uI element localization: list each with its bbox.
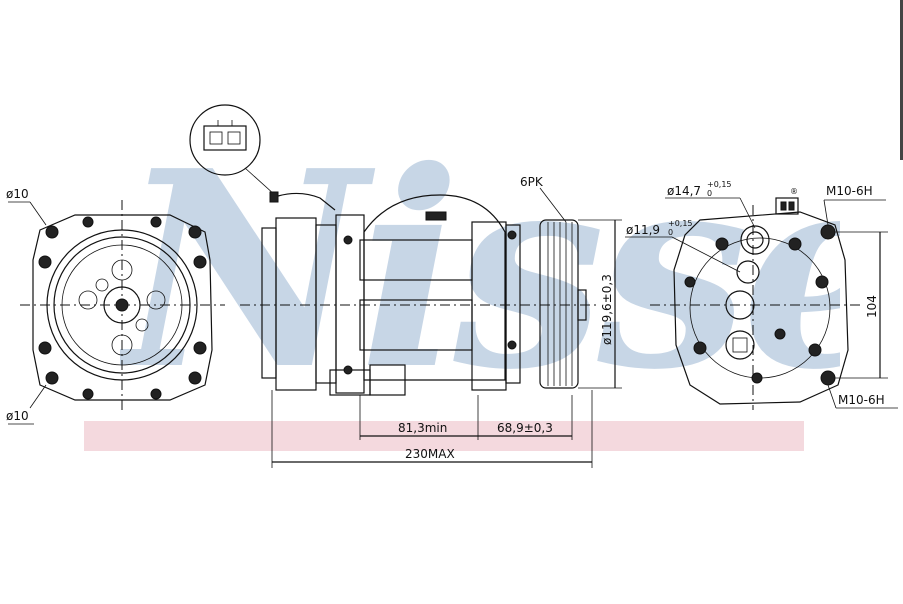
label-port-2: ø11,9 <box>626 223 660 237</box>
rear-housing <box>673 211 849 405</box>
front-bolt-l1 <box>38 255 52 269</box>
front-hub <box>103 286 141 324</box>
side-rear-ear <box>471 221 507 391</box>
rear-port-4-square <box>732 337 748 353</box>
side-view: 6PK ø119,6±0,3 81,3min 68,9±0,3 230MAX <box>189 104 622 468</box>
label-pulley-dia: ø119,6±0,3 <box>600 274 614 345</box>
rear-bolt-4 <box>684 276 696 288</box>
side-rear-plate <box>505 224 521 384</box>
leader-thread-top <box>823 199 829 226</box>
connector-body <box>203 125 247 151</box>
connector-callout-circle <box>189 104 261 176</box>
rear-view: ® ø14,7 +0,15 0 ø11,9 +0,15 0 M10-6H M10… <box>625 180 898 410</box>
side-front-plate <box>261 227 277 379</box>
label-bolt-top: ø10 <box>6 187 29 201</box>
front-hole-b <box>135 318 149 332</box>
label-registered: ® <box>790 187 798 196</box>
side-body <box>363 194 506 381</box>
front-view: ø10 ø10 <box>6 187 225 425</box>
front-rim-3 <box>61 244 183 366</box>
rear-port-3 <box>725 290 755 320</box>
rear-bolt-6 <box>693 341 707 355</box>
label-port-1: ø14,7 <box>667 184 701 198</box>
front-hole-left <box>78 290 98 310</box>
edge-bar <box>900 0 903 160</box>
label-dim-total: 230MAX <box>405 447 455 461</box>
front-bolt-b1 <box>82 388 94 400</box>
label-thread-top: M10-6H <box>826 184 873 198</box>
leader-6pk <box>539 187 567 223</box>
front-bolt-tr <box>188 225 202 239</box>
rear-connector-pin-b <box>788 201 795 211</box>
front-hole-right <box>146 290 166 310</box>
connector-leader <box>244 167 276 196</box>
front-bolt-br <box>188 371 202 385</box>
label-bolt-bottom: ø10 <box>6 409 29 423</box>
front-shaft <box>115 298 129 312</box>
rear-bolt-7 <box>808 343 822 357</box>
rear-port-2 <box>736 260 760 284</box>
side-bolt-2 <box>343 365 353 375</box>
label-port-1-tol-lower: 0 <box>707 189 712 198</box>
pulley-nut <box>577 289 587 321</box>
connector-wire <box>277 192 336 211</box>
side-front-housing <box>275 217 317 391</box>
front-bolt-t2 <box>150 216 162 228</box>
rear-connector-pin-a <box>780 201 787 211</box>
side-bracket-mid <box>369 364 406 396</box>
rear-port-4 <box>725 330 755 360</box>
side-body-band-1 <box>359 239 473 281</box>
rear-bolt-10 <box>774 328 786 340</box>
label-port-2-tol-lower: 0 <box>668 228 673 237</box>
leader-port-1 <box>739 197 756 229</box>
front-bolt-b2 <box>150 388 162 400</box>
rear-bolt-1 <box>715 237 729 251</box>
connector-pin-a <box>209 131 223 145</box>
side-top-lug <box>425 211 447 221</box>
connector-plug <box>269 191 279 203</box>
side-bolt-3 <box>507 230 517 240</box>
rear-port-1-inner <box>746 231 764 249</box>
front-bolt-r2 <box>193 341 207 355</box>
front-bolt-t1 <box>82 216 94 228</box>
front-rim-outer <box>46 229 198 381</box>
rear-connector <box>775 197 799 215</box>
side-bolt-4 <box>507 340 517 350</box>
front-hole-top <box>111 259 133 281</box>
front-bolt-l2 <box>38 341 52 355</box>
leader-bolt-top <box>29 201 47 226</box>
front-hole-bottom <box>111 334 133 356</box>
rear-bolt-3 <box>820 224 836 240</box>
leader-bolt-bottom <box>29 384 47 409</box>
rear-port-1 <box>740 225 770 255</box>
label-port-2-tol-upper: +0,15 <box>668 219 693 228</box>
side-body-band-2 <box>359 299 473 351</box>
leader-port-2 <box>671 236 741 273</box>
front-hole-a <box>95 278 109 292</box>
label-port-1-tol-upper: +0,15 <box>707 180 732 189</box>
label-belt: 6PK <box>520 175 544 189</box>
side-bolt-1 <box>343 235 353 245</box>
front-rim-inner <box>53 236 191 374</box>
label-thread-bottom: M10-6H <box>838 393 885 407</box>
rear-bolt-8 <box>820 370 836 386</box>
label-dim-mount: 81,3min <box>398 421 447 435</box>
rear-bolt-5 <box>815 275 829 289</box>
label-dim-height: 104 <box>865 295 879 318</box>
leader-thread-bottom <box>827 384 837 409</box>
rear-bolt-9 <box>751 372 763 384</box>
front-bolt-tl <box>45 225 59 239</box>
front-bolt-r1 <box>193 255 207 269</box>
front-bolt-bl <box>45 371 59 385</box>
label-dim-pulley: 68,9±0,3 <box>497 421 553 435</box>
connector-pin-b <box>227 131 241 145</box>
side-flange <box>315 224 337 384</box>
rear-body-circle <box>689 237 831 379</box>
rear-bolt-2 <box>788 237 802 251</box>
front-housing <box>32 214 213 401</box>
